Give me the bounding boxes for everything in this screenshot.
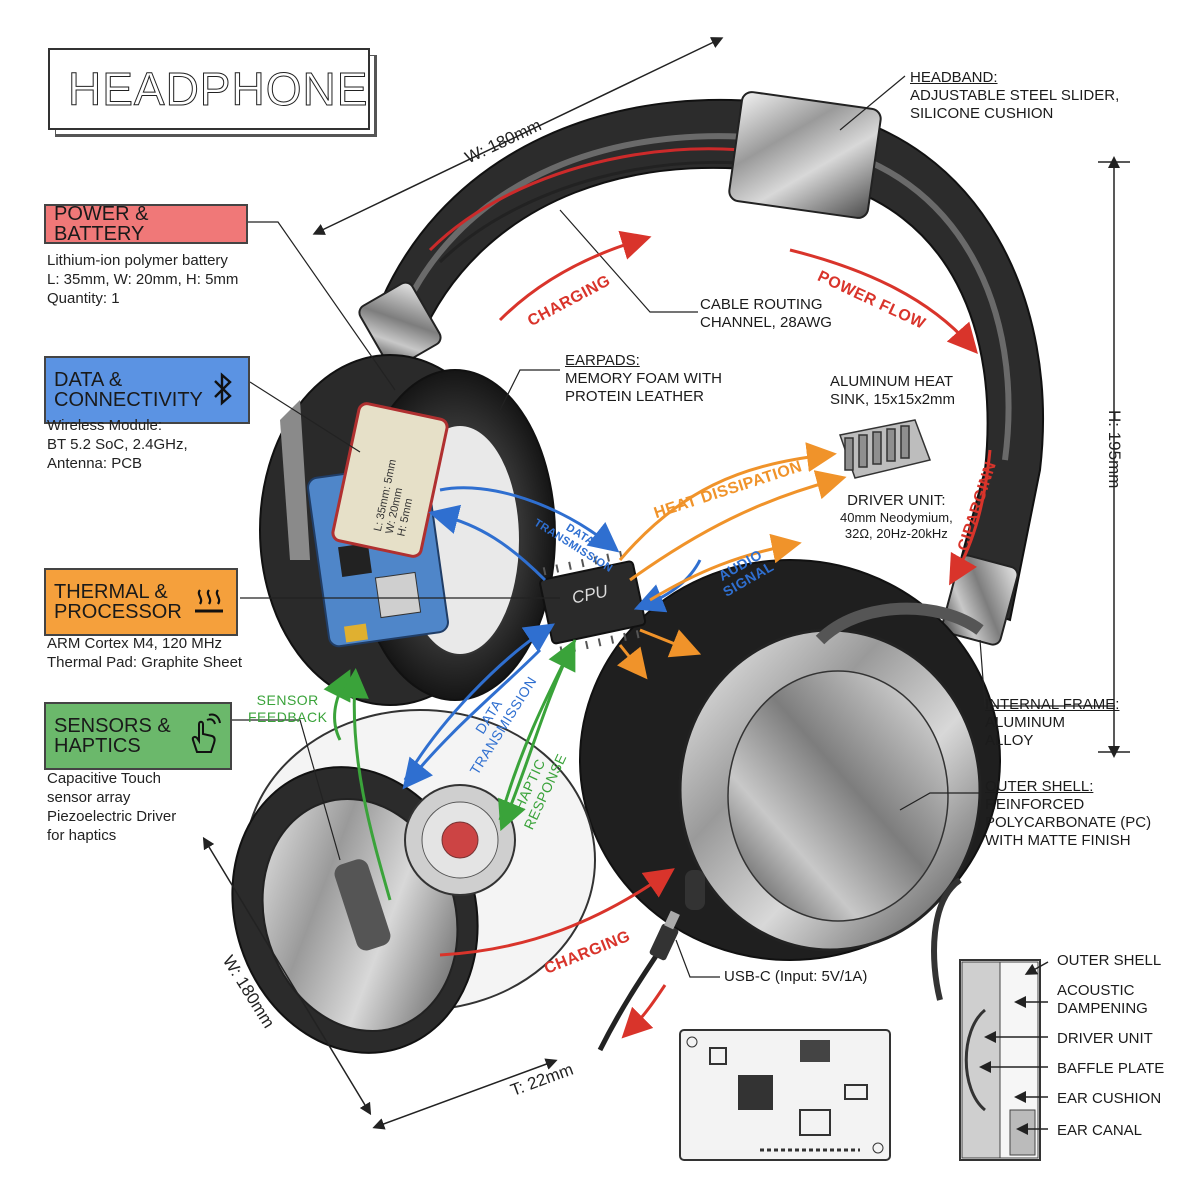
driver-unit-callout: DRIVER UNIT: 40mm Neodymium, 32Ω, 20Hz-2… (840, 492, 953, 542)
callout-line: POLYCARBONATE (PC) (985, 814, 1152, 831)
data-line: BT 5.2 SoC, 2.4GHz, (47, 436, 188, 453)
power-battery-details: Lithium-ion polymer battery L: 35mm, W: … (47, 251, 238, 308)
callout-line: ALUMINUM (985, 714, 1066, 731)
power-line: Lithium-ion polymer battery (47, 252, 228, 269)
internal-frame-callout: INTERNAL FRAME: ALUMINUM ALLOY (985, 696, 1119, 750)
page-title: HEADPHONE (67, 63, 369, 116)
outer-shell-callout: OUTER SHELL: REINFORCED POLYCARBONATE (P… (985, 778, 1151, 850)
thermal-title-line: PROCESSOR (54, 601, 182, 623)
callout-line: PROTEIN LEATHER (565, 388, 704, 405)
cross-section-label: EAR CUSHION (1057, 1090, 1162, 1107)
callout-line: 40mm Neodymium, (840, 510, 953, 525)
pcb-module (679, 1029, 891, 1161)
cable-routing-callout: CABLE ROUTING CHANNEL, 28AWG (700, 296, 832, 332)
headband-slider (728, 91, 882, 219)
cross-section-label: BAFFLE PLATE (1057, 1060, 1165, 1077)
sensors-line: sensor array (47, 789, 131, 806)
headband-callout: HEADBAND: ADJUSTABLE STEEL SLIDER, SILIC… (910, 69, 1119, 123)
callout-line: WITH MATTE FINISH (985, 832, 1131, 849)
usb-c-callout: USB-C (Input: 5V/1A) (724, 968, 867, 986)
cross-section-label: DRIVER UNIT (1057, 1030, 1153, 1047)
heatsink-callout: ALUMINUM HEAT SINK, 15x15x2mm (830, 373, 955, 409)
sensors-title-line: SENSORS & (54, 715, 171, 737)
sensors-haptics-heading: SENSORS & HAPTICS (44, 702, 232, 770)
charging-arrows (439, 230, 992, 1039)
cross-section-label: ACOUSTIC (1057, 982, 1135, 999)
callout-line: CHANNEL, 28AWG (700, 314, 832, 331)
title-box: HEADPHONE (48, 48, 370, 130)
cross-section (931, 877, 1049, 1161)
data-connectivity-heading: DATA & CONNECTIVITY (44, 356, 250, 424)
leader-lines (232, 75, 1115, 978)
data-title-line: CONNECTIVITY (54, 389, 203, 411)
flow-text: FEEDBACK (248, 709, 328, 725)
power-battery-heading: POWER & BATTERY (44, 204, 248, 244)
thermal-line: ARM Cortex M4, 120 MHz (47, 635, 223, 652)
sensors-line: for haptics (47, 827, 117, 844)
callout-line: MEMORY FOAM WITH (565, 370, 722, 387)
thermal-processor-details: ARM Cortex M4, 120 MHz Thermal Pad: Grap… (47, 634, 242, 672)
callout-line: EARPADS: (565, 352, 640, 369)
heat-sink (839, 419, 932, 479)
callout-line: ADJUSTABLE STEEL SLIDER, (910, 87, 1120, 104)
cross-section-labels: OUTER SHELL ACOUSTIC DAMPENING DRIVER UN… (1057, 952, 1164, 1140)
thermal-title-line: THERMAL & (54, 581, 168, 603)
battery (331, 402, 449, 558)
callout-line: USB-C (Input: 5V/1A) (724, 968, 868, 985)
dimension-lines (202, 37, 1130, 1130)
touch-hand-icon (191, 713, 221, 753)
power-battery-title: POWER & BATTERY (54, 203, 149, 245)
cross-section-label: OUTER SHELL (1057, 952, 1162, 969)
bluetooth-icon (214, 372, 232, 406)
dimension-text: H: 195mm (1105, 410, 1124, 489)
callout-line: ALLOY (985, 732, 1034, 749)
callout-line: SINK, 15x15x2mm (830, 391, 956, 408)
flow-text: SENSOR (256, 692, 319, 708)
left-ear-cup (259, 354, 556, 706)
callout-line: OUTER SHELL: (985, 778, 1094, 795)
callout-line: 32Ω, 20Hz-20kHz (844, 526, 948, 541)
sensors-line: Capacitive Touch (47, 770, 161, 787)
data-line: Wireless Module: (47, 417, 163, 434)
callout-line: INTERNAL FRAME: (985, 696, 1120, 713)
earpads-callout: EARPADS: MEMORY FOAM WITH PROTEIN LEATHE… (565, 352, 722, 406)
data-connectivity-details: Wireless Module: BT 5.2 SoC, 2.4GHz, Ant… (47, 416, 188, 473)
thermal-line: Thermal Pad: Graphite Sheet (47, 654, 243, 671)
cross-section-label: DAMPENING (1057, 1000, 1148, 1017)
sensors-title-line: HAPTICS (54, 735, 141, 757)
data-title-line: DATA & (54, 369, 123, 391)
heat-arrows (617, 442, 847, 680)
callout-line: DRIVER UNIT: (847, 492, 946, 509)
thermal-processor-heading: THERMAL & PROCESSOR (44, 568, 238, 636)
sensors-haptics-details: Capacitive Touch sensor array Piezoelect… (47, 769, 176, 845)
sensors-line: Piezoelectric Driver (47, 808, 177, 825)
data-arrows (402, 486, 702, 790)
callout-line: HEADBAND: (910, 69, 998, 86)
data-line: Antenna: PCB (47, 455, 143, 472)
power-line: Quantity: 1 (47, 290, 120, 307)
usb-c-cable (597, 910, 680, 1052)
callout-line: CABLE ROUTING (700, 296, 823, 313)
callout-line: REINFORCED (985, 796, 1085, 813)
power-line: L: 35mm, W: 20mm, H: 5mm (47, 271, 239, 288)
sensor-feedback-label: SENSOR FEEDBACK (248, 692, 327, 726)
heat-icon (195, 589, 223, 613)
height-dimension: H: 195mm (1104, 410, 1124, 488)
callout-line: SILICONE CUSHION (910, 105, 1054, 122)
callout-line: ALUMINUM HEAT (830, 373, 954, 390)
cross-section-label: EAR CANAL (1057, 1122, 1143, 1139)
sensor-arrows (323, 639, 577, 901)
